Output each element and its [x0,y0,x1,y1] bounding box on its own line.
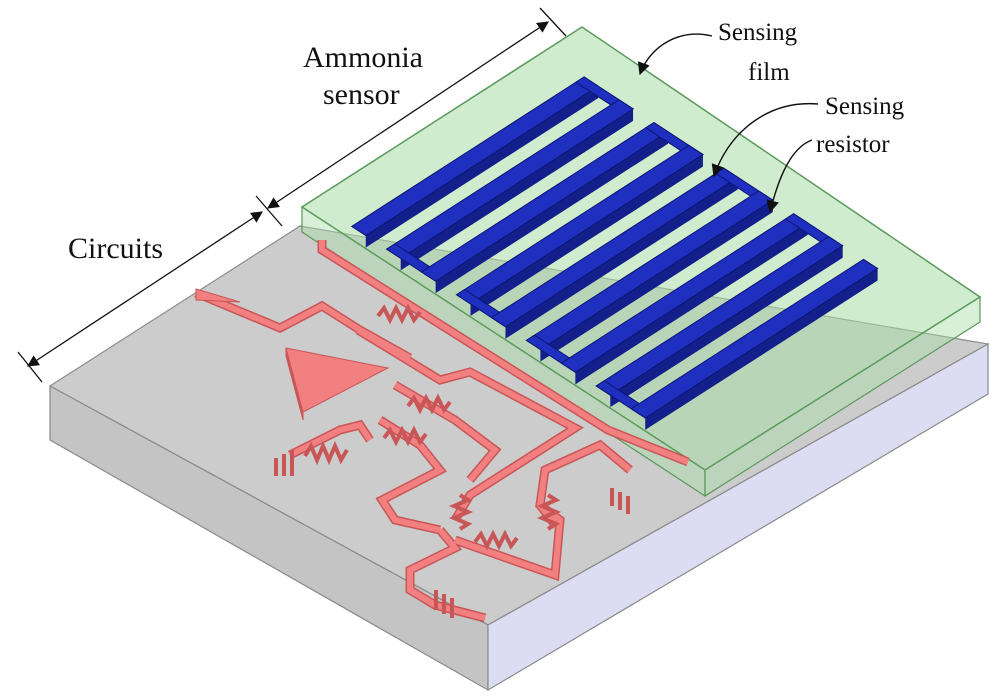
resistor-finger-side [575,222,808,385]
zigzag-resistor-icon [536,493,562,531]
ground-comb-icon [434,590,454,618]
zigzag-resistor-icon [448,493,474,531]
sensor-label-line2: sensor [323,78,400,111]
op-amp-body [285,347,390,413]
dimension-tick [255,195,283,227]
callout-pointers [637,33,819,214]
resistor-pointer-2 [766,139,813,214]
film-label-line1: Sensing [718,19,798,46]
circuits-dimension-line [27,211,263,367]
ground-comb-icon [610,488,630,514]
dimension-tick [17,351,43,383]
dimension-lines [17,7,567,383]
ground-comb-icon [274,450,294,476]
resistor-finger-side [610,245,843,408]
resistor-finger [630,258,879,419]
resistor-finger-side [645,268,878,430]
resistor-label-line1: Sensing [825,93,905,120]
film-side [704,295,981,498]
sensor-label-line1: Ammonia [303,41,423,74]
circuit-traces [194,240,690,623]
resistor-finger-side [505,177,738,339]
resistor-label-line2: resistor [816,131,890,158]
sensor-dimension-line [267,21,549,209]
film-pointer [637,33,713,76]
op-amp-triangle-icon [285,347,390,421]
zigzag-resistor-icon [406,393,452,415]
substrate-side-face [487,342,989,692]
resistor-pointer-1 [711,102,819,178]
resistor-finger-side [435,131,669,294]
zigzag-resistor-icon [376,303,422,325]
circuits-label: Circuits [68,232,163,265]
zigzag-resistor-icon [303,440,349,466]
resistor-finger-side [470,154,703,316]
zigzag-resistor-icon [473,529,519,551]
film-label-line2: film [748,59,790,86]
dimension-tick [539,7,567,37]
zigzag-resistor-icon [382,425,428,447]
resistor-finger-side [540,200,773,362]
